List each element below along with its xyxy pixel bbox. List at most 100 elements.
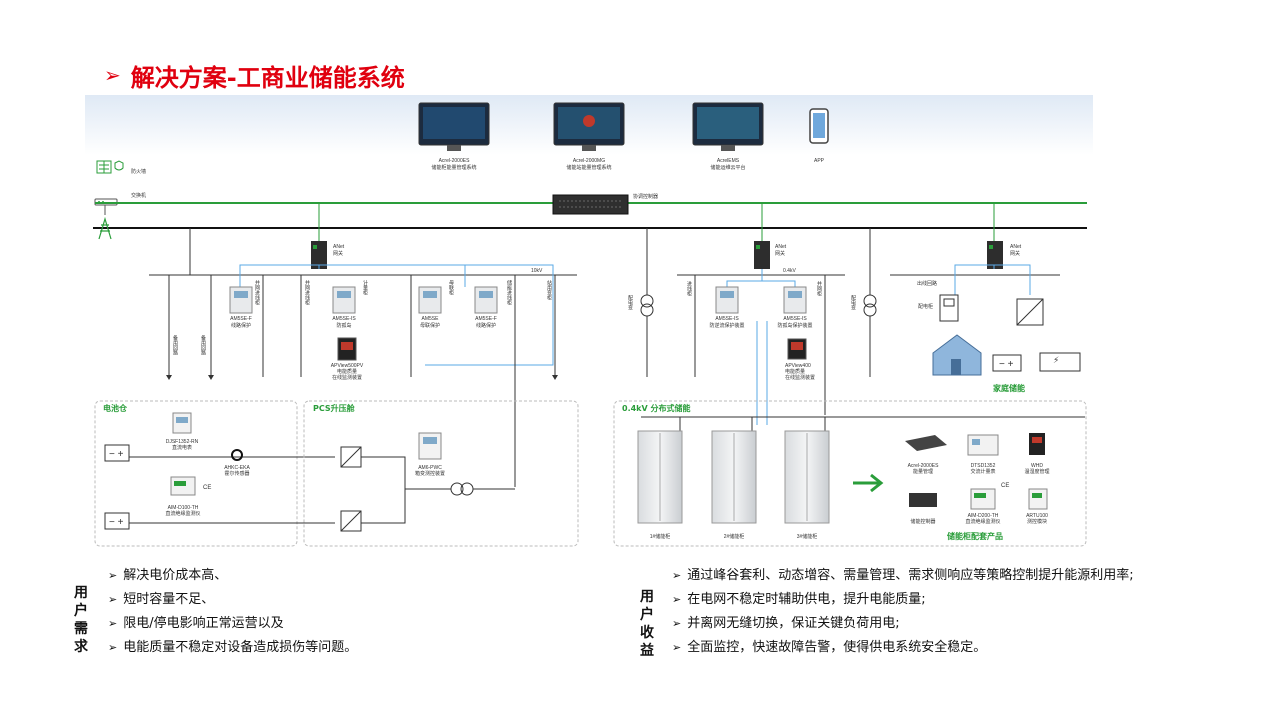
battery-room-box — [94, 400, 298, 547]
system-name: APP — [814, 158, 825, 164]
ce-mark: CE — [203, 485, 211, 491]
pcs-converter-top — [340, 446, 362, 468]
user-benefits-list: ➢通过峰谷套利、动态增容、需量管理、需求侧响应等策略控制提升能源利用率; ➢在电… — [672, 564, 1134, 660]
system-desc: 储能站能量管理系统 — [566, 164, 611, 171]
product-desc: 直流绝缘监测仪 — [965, 518, 1000, 525]
device-djsf1352[interactable]: DJSF1352-RN 直流电表 — [166, 412, 199, 451]
hall-desc: 霍尔传感器 — [224, 470, 249, 477]
product-controller[interactable]: 储能控制器 — [909, 493, 937, 525]
device-aim-d100[interactable]: CE AIM-D100-TH 直流绝缘监测仪 — [165, 476, 211, 517]
device-am6-pwc[interactable]: AM6-PWC 箱变测控装置 — [415, 432, 445, 477]
distributed-title: 0.4kV 分布式储能 — [622, 403, 690, 413]
device-am5se-is-right-2[interactable]: AM5SE-IS 防孤岛保护装置 — [777, 286, 813, 329]
device-am5se-f-2[interactable]: AM5SE-F 线路保护 — [474, 286, 498, 329]
user-needs-list: ➢解决电价成本高、 ➢短时容量不足、 ➢限电/停电影响正常运营以及 ➢电能质量不… — [108, 564, 357, 660]
gateway-desc: 网关 — [333, 250, 343, 257]
system-acrel-2000mg[interactable]: Acrel-2000MG 储能站能量管理系统 — [553, 102, 625, 171]
system-app[interactable]: APP — [809, 108, 829, 164]
title-marker: ➢ — [104, 63, 121, 87]
product-desc: 能量管理 — [913, 468, 933, 475]
house-icon — [932, 334, 982, 376]
gateway-mid[interactable]: ANet 网关 — [754, 241, 787, 269]
user-needs-heading: 用户需求 — [74, 585, 88, 655]
apview500-line1: 电能质量 — [337, 368, 357, 375]
product-desc: 交流计量表 — [970, 468, 995, 475]
product-model: ARTU100 — [1026, 513, 1048, 519]
system-name: Acrel-2000ES — [439, 158, 471, 164]
home-outlet-label: 出线回路 — [917, 280, 937, 287]
list-item: ➢全面监控，快速故障告警，使得供电系统安全稳定。 — [672, 640, 987, 655]
gateway-left[interactable]: ANet 网关 — [311, 241, 345, 269]
product-acrel-2000es[interactable]: Acrel-2000ES 能量管理 — [905, 435, 947, 475]
switch-label: 交换机 — [131, 192, 146, 199]
user-benefits-heading: 用户收益 — [640, 589, 654, 659]
transformer-left — [640, 294, 654, 317]
feeder-label: 配电变 — [627, 295, 633, 311]
product-whd[interactable]: WHD 温湿度管理 — [1024, 433, 1050, 475]
device-am5se-is[interactable]: AM5SE-IS 防孤岛 — [332, 286, 356, 329]
list-item: ➢短时容量不足、 — [108, 592, 215, 607]
device-desc: 线路保护 — [231, 322, 251, 329]
product-dtsd1352[interactable]: DTSD1352 交流计量表 — [967, 434, 999, 475]
system-name: Acrel-2000MG — [573, 158, 605, 164]
apview400-model: APView400 — [785, 363, 811, 369]
device-am5se[interactable]: AM5SE 母联保护 — [418, 286, 442, 329]
left-feeders — [168, 275, 556, 487]
device-apview400[interactable]: APView400 电能质量 在线监测装置 — [785, 338, 815, 381]
storage-cabinet-1[interactable]: 1#储能柜 — [637, 430, 683, 540]
right-feeder-label: 配电变 — [850, 295, 856, 311]
system-acrel-2000es[interactable]: Acrel-2000ES 储能柜能量管理系统 — [418, 102, 490, 171]
transformer-right — [863, 294, 877, 317]
insul-model: AIM-D100-TH — [168, 505, 199, 511]
gateway-right[interactable]: ANet 网关 — [987, 241, 1022, 269]
meter-desc: 直流电表 — [172, 444, 192, 451]
right-feeder-label: 并网柜 — [816, 280, 822, 297]
device-desc: 防逆流保护装置 — [709, 322, 744, 329]
apview400-line1: 电能质量 — [785, 368, 805, 375]
controller-label: 协调控制器 — [633, 193, 658, 200]
product-desc: 储能控制器 — [910, 518, 935, 525]
system-acrelems[interactable]: AcrelEMS 储能运维云平台 — [692, 102, 764, 171]
home-cabinet-label: 配电柜 — [918, 303, 933, 310]
feeder-label: 备用回路 — [172, 334, 178, 356]
products-title: 储能柜配套产品 — [946, 531, 1003, 541]
pcs-transformer — [450, 482, 474, 496]
lv-label: 0.4kV — [783, 268, 796, 274]
device-am5se-f-1[interactable]: AM5SE-F 线路保护 — [229, 286, 253, 329]
storage-cabinet-3[interactable]: 3#储能柜 — [784, 430, 830, 540]
firewall-label: 防火墙 — [131, 168, 146, 175]
device-model: AM5SE-IS — [783, 316, 807, 322]
device-ahkc-eka[interactable]: AHKC-EKA 霍尔传感器 — [224, 449, 250, 477]
insul-desc: 直流绝缘监测仪 — [165, 510, 200, 517]
cabinet-label: 1#储能柜 — [650, 533, 671, 540]
apview500-model: APView500PV — [331, 363, 364, 369]
home-cabinet[interactable]: 配电柜 — [918, 294, 959, 322]
device-apview500pv[interactable]: APView500PV 电能质量 在线监测装置 — [331, 337, 364, 381]
list-item: ➢通过峰谷套利、动态增容、需量管理、需求侧响应等策略控制提升能源利用率; — [672, 568, 1134, 583]
pcs-device-model: AM6-PWC — [418, 465, 442, 471]
list-item: ➢限电/停电影响正常运营以及 — [108, 616, 284, 631]
pcs-device-desc: 箱变测控装置 — [415, 470, 445, 477]
green-arrow-icon — [853, 473, 884, 493]
device-am5se-is-right-1[interactable]: AM5SE-IS 防逆流保护装置 — [709, 286, 745, 329]
storage-cabinet-2[interactable]: 2#储能柜 — [711, 430, 757, 540]
device-model: AM5SE — [422, 316, 440, 322]
hv-label: 10kV — [531, 268, 543, 274]
list-item: ➢电能质量不稳定对设备造成损伤等问题。 — [108, 640, 358, 655]
home-inverter[interactable] — [1016, 298, 1044, 326]
system-diagram: Acrel-2000ES 储能柜能量管理系统 Acrel-2000MG 储能站能… — [85, 95, 1093, 547]
device-desc: 防孤岛 — [336, 322, 351, 329]
feeder-label: 并网进线柜 — [304, 279, 310, 306]
signal-lines-left — [239, 264, 554, 366]
battery-bottom-icon: − + — [104, 512, 130, 530]
page-title-text: 解决方案-工商业储能系统 — [130, 63, 405, 92]
distributed-box — [613, 400, 1087, 547]
product-aim-d200[interactable]: CE AIM-D200-TH 直流绝缘监测仪 — [965, 483, 1009, 525]
pcs-converter-bottom — [340, 510, 362, 532]
product-artu100[interactable]: ARTU100 测控模块 — [1026, 488, 1048, 525]
hall-model: AHKC-EKA — [224, 465, 250, 471]
controller-device[interactable]: 协调控制器 — [552, 193, 658, 215]
system-desc: 储能柜能量管理系统 — [431, 164, 476, 171]
apview400-line2: 在线监测装置 — [785, 374, 815, 381]
system-desc: 储能运维云平台 — [710, 164, 745, 171]
